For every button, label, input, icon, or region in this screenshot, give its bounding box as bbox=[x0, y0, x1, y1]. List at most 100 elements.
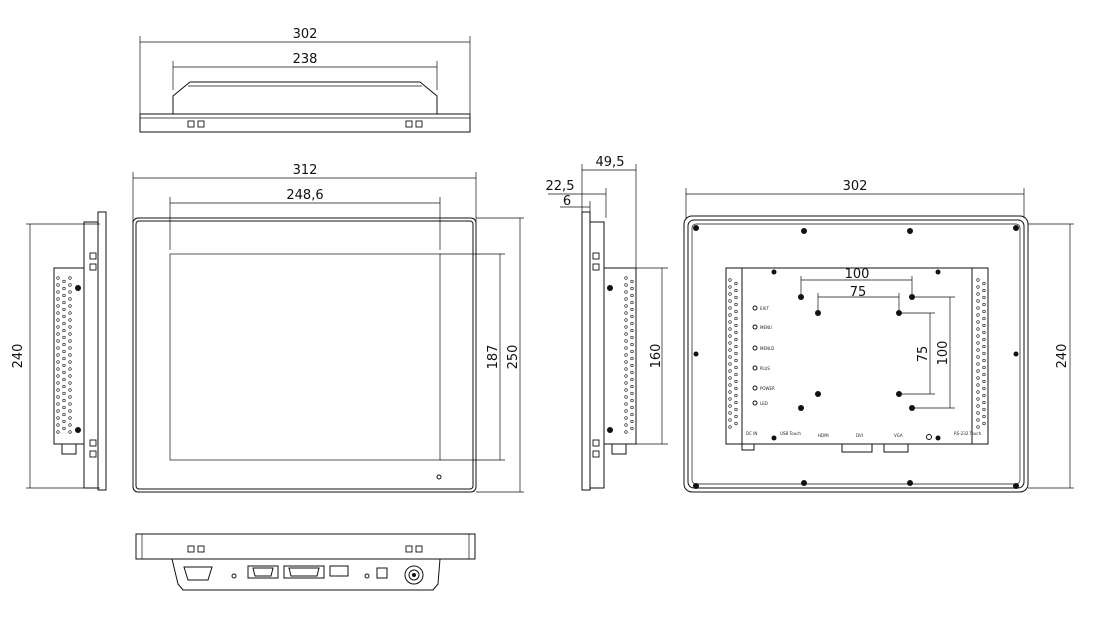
vent-hole bbox=[976, 299, 980, 303]
vent-hole bbox=[62, 391, 66, 396]
vent-hole bbox=[68, 360, 72, 364]
rear-view: 302 240 100 75 bbox=[683, 179, 1074, 493]
vent-hole bbox=[982, 281, 986, 286]
right-vent-holes bbox=[624, 276, 634, 434]
vent-hole bbox=[734, 358, 738, 363]
top-view: 302 238 bbox=[139, 27, 471, 133]
vent-hole bbox=[728, 390, 732, 394]
vent-hole bbox=[624, 339, 628, 343]
vent-hole bbox=[734, 365, 738, 370]
vent-hole bbox=[734, 372, 738, 377]
vent-hole bbox=[734, 344, 738, 349]
vent-hole bbox=[68, 374, 72, 378]
vent-hole bbox=[630, 363, 634, 368]
vent-hole bbox=[56, 325, 60, 329]
vent-hole bbox=[734, 393, 738, 398]
vent-hole bbox=[56, 374, 60, 378]
vent-hole bbox=[56, 276, 60, 280]
vent-hole bbox=[982, 372, 986, 377]
vent-hole bbox=[728, 334, 732, 338]
vent-hole bbox=[728, 376, 732, 380]
vent-hole bbox=[62, 398, 66, 403]
dim-right-160: 160 bbox=[649, 344, 664, 369]
vent-hole bbox=[630, 377, 634, 382]
vent-hole bbox=[976, 306, 980, 310]
led-label-exit: EXIT bbox=[760, 306, 769, 311]
vent-hole bbox=[630, 370, 634, 375]
vent-hole bbox=[62, 356, 66, 361]
vent-hole bbox=[976, 425, 980, 429]
vent-hole bbox=[982, 351, 986, 356]
vent-hole bbox=[68, 325, 72, 329]
vent-hole bbox=[734, 421, 738, 426]
vent-hole bbox=[728, 299, 732, 303]
vent-hole bbox=[56, 297, 60, 301]
vent-hole bbox=[630, 335, 634, 340]
vent-hole bbox=[728, 278, 732, 282]
vent-hole bbox=[62, 426, 66, 431]
bottom-view bbox=[135, 533, 476, 591]
vent-hole bbox=[728, 313, 732, 317]
vent-hole bbox=[734, 330, 738, 335]
dim-right-49-5: 49,5 bbox=[596, 155, 625, 170]
vent-hole bbox=[630, 398, 634, 403]
vent-hole bbox=[976, 320, 980, 324]
dim-rear-240: 240 bbox=[1055, 344, 1070, 369]
port-label-dvi: DVI bbox=[856, 433, 863, 438]
vent-hole bbox=[56, 402, 60, 406]
vent-hole bbox=[62, 300, 66, 305]
vent-hole bbox=[56, 318, 60, 322]
vent-hole bbox=[976, 369, 980, 373]
vent-hole bbox=[728, 327, 732, 331]
vent-hole bbox=[62, 377, 66, 382]
vent-hole bbox=[56, 409, 60, 413]
vent-hole bbox=[630, 307, 634, 312]
vent-hole bbox=[734, 295, 738, 300]
vent-hole bbox=[976, 313, 980, 317]
left-vent-holes bbox=[56, 276, 72, 434]
vent-hole bbox=[976, 383, 980, 387]
vent-hole bbox=[56, 346, 60, 350]
vent-hole bbox=[976, 327, 980, 331]
vent-hole bbox=[62, 321, 66, 326]
vent-hole bbox=[68, 318, 72, 322]
vent-hole bbox=[982, 323, 986, 328]
vent-hole bbox=[62, 384, 66, 389]
dim-front-312: 312 bbox=[293, 163, 318, 178]
vent-hole bbox=[624, 367, 628, 371]
front-view: 312 248,6 187 250 bbox=[132, 163, 524, 493]
vent-hole bbox=[62, 328, 66, 333]
vent-hole bbox=[734, 323, 738, 328]
vent-hole bbox=[68, 276, 72, 280]
dim-left-240: 240 bbox=[11, 344, 26, 369]
vent-hole bbox=[976, 390, 980, 394]
dim-front-250: 250 bbox=[506, 345, 521, 370]
dim-rear-vesa-100-h: 100 bbox=[845, 267, 870, 282]
led-label-plus: PLUS bbox=[760, 366, 770, 371]
vent-hole bbox=[62, 307, 66, 312]
vent-hole bbox=[728, 306, 732, 310]
vent-hole bbox=[734, 379, 738, 384]
vent-hole bbox=[68, 388, 72, 392]
vent-hole bbox=[68, 416, 72, 420]
vent-hole bbox=[728, 397, 732, 401]
vent-hole bbox=[630, 384, 634, 389]
vent-hole bbox=[734, 316, 738, 321]
vent-hole bbox=[68, 283, 72, 287]
vent-hole bbox=[728, 362, 732, 366]
vent-hole bbox=[62, 349, 66, 354]
port-label-rs232-touch: RS-232 Touch bbox=[954, 431, 982, 436]
vent-hole bbox=[68, 297, 72, 301]
vent-hole bbox=[56, 304, 60, 308]
led-label-led: LED bbox=[760, 401, 768, 406]
vent-hole bbox=[624, 304, 628, 308]
vent-hole bbox=[68, 304, 72, 308]
vent-hole bbox=[56, 353, 60, 357]
vent-hole bbox=[62, 286, 66, 291]
vent-hole bbox=[56, 430, 60, 434]
left-side-view: 240 bbox=[11, 211, 107, 491]
port-label-usb-touch: USB Touch bbox=[780, 431, 801, 436]
vent-hole bbox=[728, 369, 732, 373]
vent-hole bbox=[734, 302, 738, 307]
